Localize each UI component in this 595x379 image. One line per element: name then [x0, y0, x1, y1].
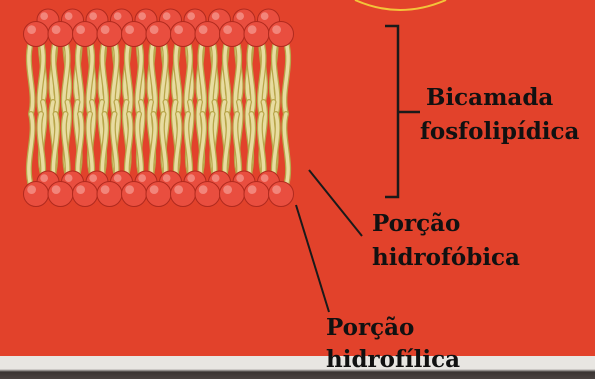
- head-highlight: [174, 185, 183, 194]
- hydrophobic-label-line1: Porção: [372, 210, 460, 238]
- phospholipid-head: [146, 182, 171, 207]
- head-ball: [244, 22, 269, 47]
- phospholipid-head: [97, 22, 122, 47]
- head-highlight: [65, 174, 73, 182]
- head-highlight: [212, 174, 220, 182]
- phospholipid-head: [73, 182, 98, 207]
- phospholipid-head: [171, 182, 196, 207]
- head-highlight: [223, 25, 232, 34]
- head-ball: [122, 22, 147, 47]
- head-ball: [244, 182, 269, 207]
- head-highlight: [138, 174, 146, 182]
- head-highlight: [187, 174, 195, 182]
- phospholipid-head: [195, 22, 220, 47]
- head-highlight: [138, 12, 146, 20]
- head-highlight: [27, 25, 36, 34]
- head-highlight: [52, 25, 61, 34]
- phospholipid-head: [24, 22, 49, 47]
- head-highlight: [163, 12, 171, 20]
- phospholipid-head: [122, 22, 147, 47]
- phospholipid-head: [220, 22, 245, 47]
- bilayer-label-line2: fosfolipídica: [420, 118, 579, 146]
- hydrophilic-leader-line: [296, 205, 329, 312]
- head-highlight: [174, 25, 183, 34]
- head-highlight: [272, 25, 281, 34]
- head-highlight: [150, 25, 159, 34]
- head-highlight: [65, 12, 73, 20]
- phospholipid-head: [220, 182, 245, 207]
- bilayer-bracket: [385, 26, 420, 197]
- head-ball: [195, 182, 220, 207]
- head-ball: [48, 22, 73, 47]
- head-ball: [48, 182, 73, 207]
- phospholipid-head: [269, 182, 294, 207]
- head-highlight: [52, 185, 61, 194]
- head-ball: [171, 22, 196, 47]
- head-highlight: [236, 174, 244, 182]
- head-highlight: [76, 185, 85, 194]
- head-highlight: [223, 185, 232, 194]
- phospholipid-head: [122, 182, 147, 207]
- head-highlight: [163, 174, 171, 182]
- phospholipid-head: [244, 22, 269, 47]
- head-ball: [220, 182, 245, 207]
- phospholipid-head: [269, 22, 294, 47]
- head-highlight: [76, 25, 85, 34]
- head-highlight: [150, 185, 159, 194]
- head-ball: [122, 182, 147, 207]
- head-highlight: [187, 12, 195, 20]
- head-ball: [97, 182, 122, 207]
- head-highlight: [248, 185, 257, 194]
- head-highlight: [101, 185, 110, 194]
- head-highlight: [125, 25, 134, 34]
- hydrophobic-label-line2: hidrofóbica: [372, 244, 520, 272]
- phospholipid-head: [146, 22, 171, 47]
- phospholipid-head: [48, 182, 73, 207]
- head-highlight: [40, 12, 48, 20]
- zoom-circle-outline: [355, 0, 446, 10]
- fatty-acid-tails: [29, 28, 288, 186]
- head-highlight: [212, 12, 220, 20]
- head-highlight: [261, 174, 269, 182]
- phospholipid-head: [24, 182, 49, 207]
- phospholipid-head: [48, 22, 73, 47]
- head-ball: [146, 22, 171, 47]
- hydrophilic-label-line2: hidrofílica: [326, 346, 460, 374]
- head-ball: [73, 182, 98, 207]
- phospholipid-head: [97, 182, 122, 207]
- head-highlight: [89, 12, 97, 20]
- head-ball: [24, 182, 49, 207]
- phospholipid-head: [73, 22, 98, 47]
- hydrophilic-label-line1: Porção: [326, 314, 414, 342]
- head-highlight: [199, 185, 208, 194]
- phospholipid-head: [195, 182, 220, 207]
- head-highlight: [101, 25, 110, 34]
- head-highlight: [114, 174, 122, 182]
- phospholipid-head: [244, 182, 269, 207]
- head-highlight: [199, 25, 208, 34]
- head-highlight: [125, 185, 134, 194]
- head-ball: [97, 22, 122, 47]
- head-highlight: [40, 174, 48, 182]
- head-ball: [269, 182, 294, 207]
- head-highlight: [236, 12, 244, 20]
- head-highlight: [261, 12, 269, 20]
- head-highlight: [248, 25, 257, 34]
- phospholipid-head: [171, 22, 196, 47]
- head-ball: [73, 22, 98, 47]
- head-ball: [146, 182, 171, 207]
- head-ball: [171, 182, 196, 207]
- head-highlight: [272, 185, 281, 194]
- head-ball: [24, 22, 49, 47]
- head-ball: [195, 22, 220, 47]
- head-highlight: [114, 12, 122, 20]
- head-ball: [269, 22, 294, 47]
- head-ball: [220, 22, 245, 47]
- hydrophobic-leader-line: [309, 170, 362, 236]
- head-highlight: [27, 185, 36, 194]
- bilayer-label-line1: Bicamada: [426, 84, 553, 112]
- head-highlight: [89, 174, 97, 182]
